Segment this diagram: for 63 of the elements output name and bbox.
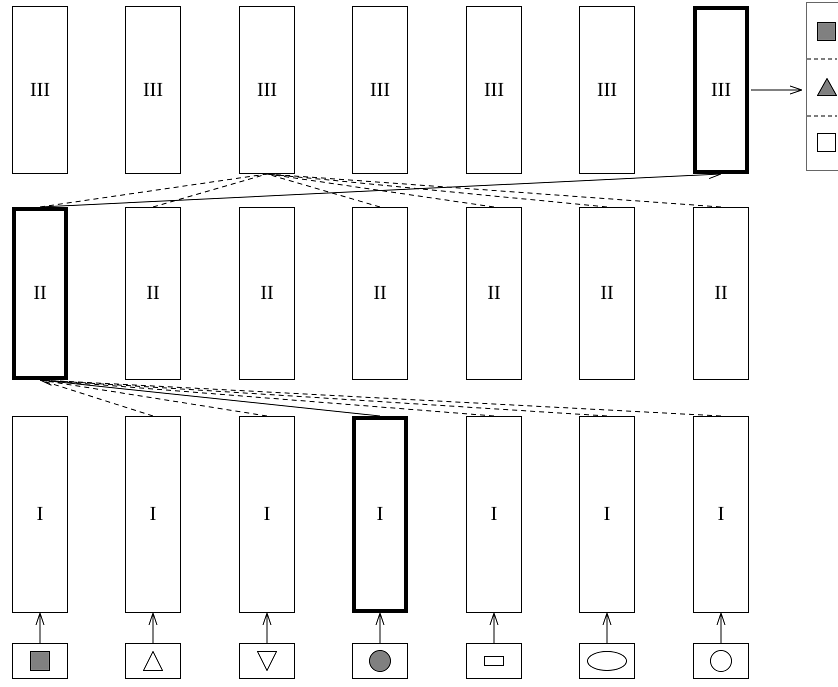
stage-label: I (36, 503, 44, 526)
stage-box (693, 207, 749, 380)
stage-label: III (711, 78, 731, 102)
stage-label: I (264, 503, 270, 526)
connector-line (40, 174, 268, 208)
stage-label: III (484, 78, 504, 102)
stage-label: I (718, 503, 724, 526)
stage-box (693, 6, 749, 174)
stage-box (466, 6, 522, 174)
arrow (262, 612, 272, 644)
stage-box (466, 207, 522, 380)
stage-box (693, 416, 749, 613)
stage-label: II (714, 282, 728, 305)
input-box (239, 643, 295, 679)
stage-box (239, 6, 295, 174)
stage-box (579, 6, 635, 174)
input-box (579, 643, 635, 679)
stage-box (579, 207, 635, 380)
stage-label: III (257, 78, 277, 102)
stage-box (125, 6, 181, 174)
connector-line (40, 380, 608, 416)
stage-box (239, 416, 295, 613)
stage-box (12, 416, 68, 613)
arrow (490, 612, 498, 644)
input-box (693, 643, 749, 679)
stage-box (579, 416, 635, 613)
stage-label: II (487, 282, 501, 305)
stage-box (125, 207, 181, 380)
output-box (806, 2, 838, 171)
stage-label: I (604, 503, 610, 526)
stage-label: III (597, 78, 617, 102)
stage-label: III (370, 78, 390, 102)
arrow (376, 612, 384, 644)
input-box (466, 643, 522, 679)
stage-box (239, 207, 295, 380)
stage-label: III (143, 78, 163, 102)
stage-label: II (260, 282, 274, 305)
stage-box (12, 207, 68, 380)
stage-label: I (150, 503, 156, 526)
stage-box (352, 6, 408, 174)
arrow (36, 612, 44, 644)
arrow (750, 86, 802, 94)
connector-line (266, 174, 722, 208)
arrow (602, 612, 612, 644)
arrow (148, 612, 158, 644)
input-box (12, 643, 68, 679)
stage-box (466, 416, 522, 613)
stage-box (125, 416, 181, 613)
stage-label: II (33, 282, 47, 305)
arrow (716, 612, 726, 644)
stage-box (352, 416, 408, 613)
stage-label: I (490, 503, 498, 526)
stage-label: II (373, 282, 387, 305)
stage-box (12, 6, 68, 174)
stage-label: II (146, 282, 160, 305)
connector-line (152, 174, 268, 208)
stage-label: III (30, 78, 50, 102)
stage-box (352, 207, 408, 380)
stage-label: II (600, 282, 614, 305)
input-box (125, 643, 181, 679)
connector-line (266, 174, 494, 208)
input-box (352, 643, 408, 679)
stage-label: I (376, 503, 384, 526)
